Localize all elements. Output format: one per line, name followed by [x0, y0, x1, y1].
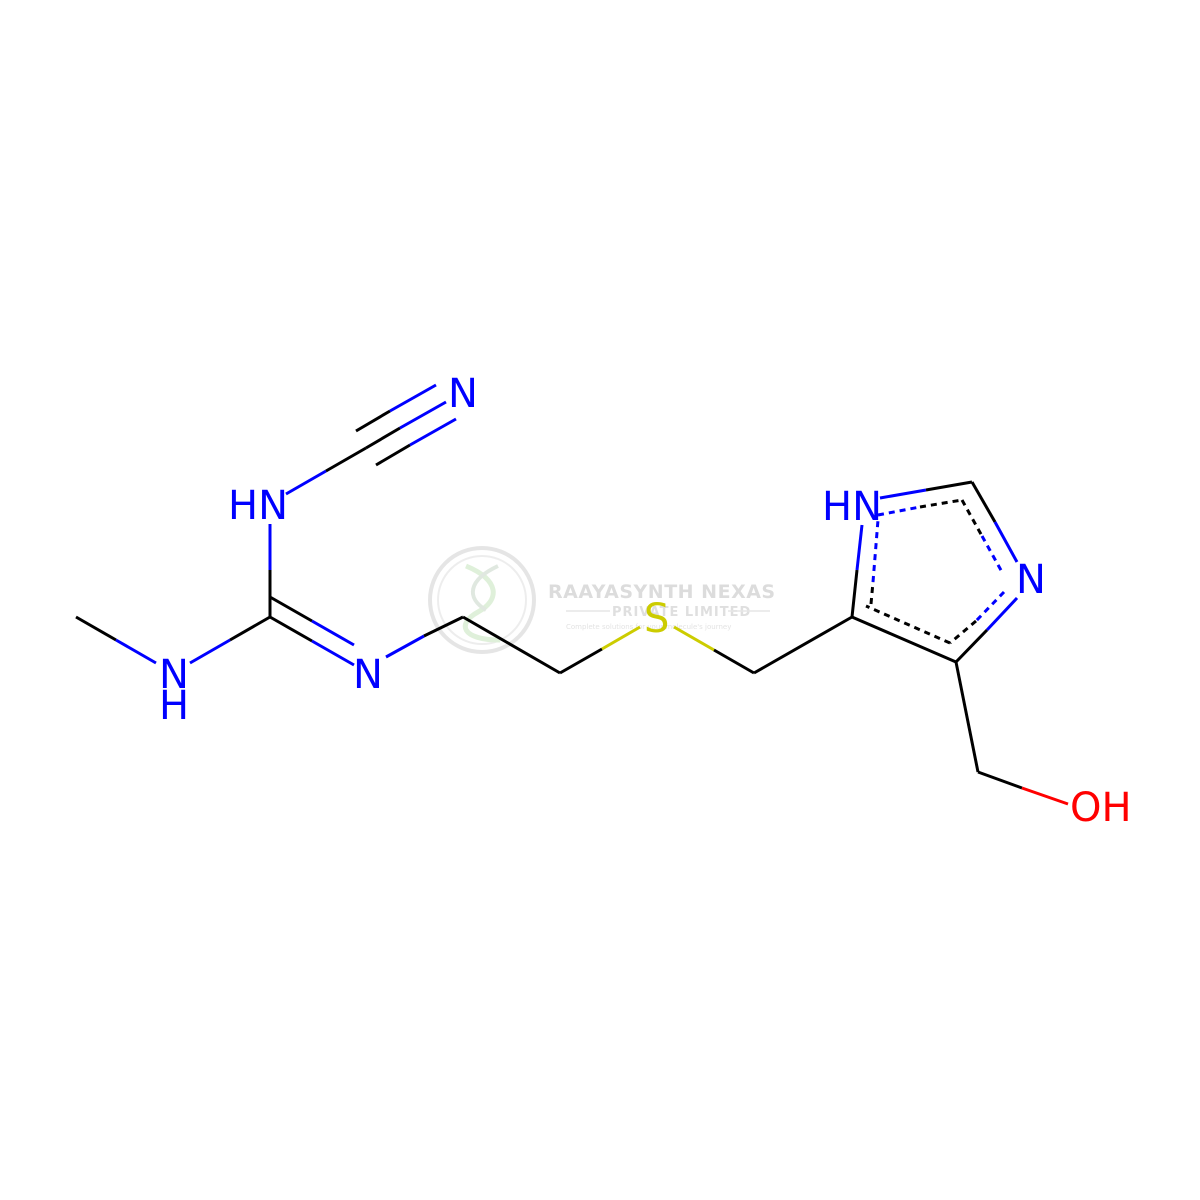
atom-label-methylamino-n: N — [159, 652, 189, 698]
aromatic-dash-c2-n3-n — [980, 535, 1004, 573]
watermark-title: RAAYASYNTH NEXAS — [548, 581, 776, 603]
aromatic-dash-c5-n1 — [869, 581, 875, 605]
bond-hn-cyano — [285, 469, 327, 496]
bond-nitrile-2 — [355, 409, 391, 433]
atom-label-methylamino-h: H — [159, 683, 189, 729]
bond-s-ch2-c — [713, 648, 755, 675]
bond-ch2-ch2 — [462, 615, 561, 675]
bond-methyl-nh — [75, 615, 117, 642]
watermark-logo-helix — [462, 563, 501, 643]
aromatic-dash-n1-c2-c — [919, 498, 963, 509]
bond-nitrile-1 — [365, 426, 401, 450]
bond-ring-c2-n3-n — [993, 521, 1019, 563]
atom-label-imine-n: N — [353, 652, 383, 698]
bond-methyl-nh-n — [115, 638, 157, 665]
aromatic-dashes — [865, 498, 1006, 645]
bond-ring-c4-c5 — [851, 615, 957, 664]
bond-c4-ch2oh — [954, 661, 980, 773]
atom-label-sulfur: S — [644, 596, 669, 642]
bond-nh-guanidine-c — [229, 615, 271, 642]
watermark-tagline: Complete solutions for your molecule's j… — [566, 623, 731, 631]
atom-label-nitrile-n: N — [448, 371, 478, 417]
atom-label-cyanoimino-nh: HN — [228, 483, 288, 529]
atom-label-hydroxyl: OH — [1070, 785, 1132, 831]
bond-nitrile-2-n — [389, 383, 437, 413]
atom-label-imidazole-nh: HN — [822, 484, 882, 530]
watermark-subtitle: PRIVATE LIMITED — [612, 605, 751, 620]
bond-ch2-s-s — [601, 625, 641, 651]
aromatic-dash-c4-c5 — [865, 604, 951, 645]
aromatic-dash-c2-n3 — [960, 499, 984, 537]
bond-ch2-s — [559, 647, 603, 675]
bond-ring-n1-c2-c — [925, 480, 973, 492]
bond-ring-c2-n3 — [970, 481, 997, 523]
bond-ring-n1-c2 — [879, 488, 927, 500]
bond-hn-cyano-c — [325, 446, 367, 473]
bonds — [75, 383, 1069, 806]
atom-labels: N HN N H N S HN N OH — [159, 371, 1132, 831]
bond-nitrile-3 — [375, 443, 411, 467]
bond-imine-ch2-c — [423, 615, 464, 638]
bond-ch2-oh-o — [1021, 786, 1069, 806]
bond-ring-n3-c4-c — [954, 628, 989, 664]
bond-nitrile-3-n — [409, 417, 457, 447]
bond-imine-ch2 — [385, 634, 425, 659]
bond-guanidine-imine-2 — [269, 595, 313, 623]
bond-ring-c5-n1-n — [855, 524, 864, 571]
aromatic-dash-n3-c4-c — [949, 619, 977, 645]
bond-guanidine-imine-1-n — [311, 639, 355, 667]
watermark-logo-outer-ring — [428, 546, 536, 654]
atom-label-imidazole-n: N — [1016, 557, 1046, 603]
watermark-logo-inner-ring — [437, 555, 527, 645]
watermark: RAAYASYNTH NEXAS PRIVATE LIMITED Complet… — [428, 546, 776, 654]
aromatic-dash-n3-c4 — [974, 590, 1006, 623]
watermark-logo-helix-2 — [470, 564, 499, 612]
bond-ring-c5-n1 — [850, 569, 859, 618]
aromatic-dash-n1-c2 — [877, 505, 921, 517]
bond-nitrile-1-n — [399, 400, 447, 430]
bond-ch2-oh — [977, 770, 1023, 790]
bond-ch2-ring — [753, 615, 853, 675]
bond-s-ch2 — [673, 625, 715, 652]
bond-nh-guanidine — [189, 638, 231, 665]
bond-guanidine-imine-2-n — [311, 619, 355, 647]
bond-guanidine-imine-1 — [269, 615, 313, 643]
bond-ring-n3-c4 — [985, 596, 1019, 632]
